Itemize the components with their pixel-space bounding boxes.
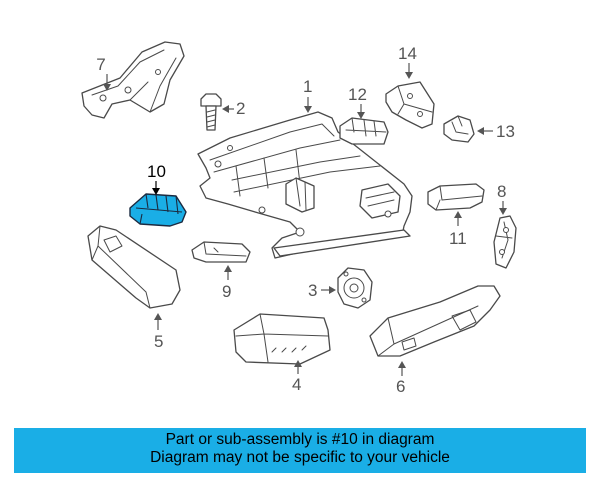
callout-10: 10	[147, 162, 166, 195]
callout-8: 8	[497, 182, 507, 215]
part-11-module	[427, 183, 485, 211]
part-10-highlighted	[129, 193, 187, 227]
banner-line-2: Diagram may not be specific to your vehi…	[150, 449, 450, 466]
part-info-banner: Part or sub-assembly is #10 in diagram D…	[14, 428, 586, 473]
callout-3: 3	[308, 281, 336, 300]
part-14-bracket	[385, 81, 435, 129]
callout-11: 11	[449, 211, 467, 248]
callout-12: 12	[348, 85, 367, 119]
part-3-motor	[337, 267, 373, 309]
callout-5: 5	[154, 313, 163, 351]
svg-text:2: 2	[236, 99, 245, 118]
svg-text:12: 12	[348, 85, 367, 104]
part-5-trim-cover	[87, 225, 181, 309]
callout-4: 4	[292, 360, 302, 394]
svg-text:7: 7	[96, 55, 105, 74]
callout-13: 13	[477, 122, 515, 141]
part-9-bracket	[191, 241, 251, 263]
svg-text:10: 10	[147, 162, 166, 181]
callout-6: 6	[396, 361, 406, 396]
svg-text:6: 6	[396, 377, 405, 396]
callout-14: 14	[398, 44, 417, 79]
svg-text:14: 14	[398, 44, 417, 63]
callout-2: 2	[222, 99, 245, 118]
svg-text:8: 8	[497, 182, 506, 201]
parts-diagram: 7 2 1 12	[81, 41, 517, 396]
banner-line-1: Part or sub-assembly is #10 in diagram	[165, 431, 435, 448]
svg-text:1: 1	[303, 77, 312, 96]
part-12-bracket	[339, 117, 389, 145]
svg-text:5: 5	[154, 332, 163, 351]
svg-text:3: 3	[308, 281, 317, 300]
part-2-bolt	[200, 93, 222, 131]
part-6-side-panel	[369, 285, 501, 357]
svg-text:9: 9	[222, 282, 231, 301]
svg-text:13: 13	[496, 122, 515, 141]
part-8-hinge	[493, 215, 517, 269]
part-13-clip	[443, 115, 475, 143]
svg-text:11: 11	[449, 229, 467, 248]
part-1-seat-frame	[197, 111, 413, 259]
part-7-bracket	[81, 41, 185, 119]
callout-9: 9	[222, 265, 232, 301]
svg-text:4: 4	[292, 375, 301, 394]
part-4-control-module	[233, 313, 331, 365]
callout-1: 1	[303, 77, 312, 113]
callout-7: 7	[96, 55, 111, 91]
